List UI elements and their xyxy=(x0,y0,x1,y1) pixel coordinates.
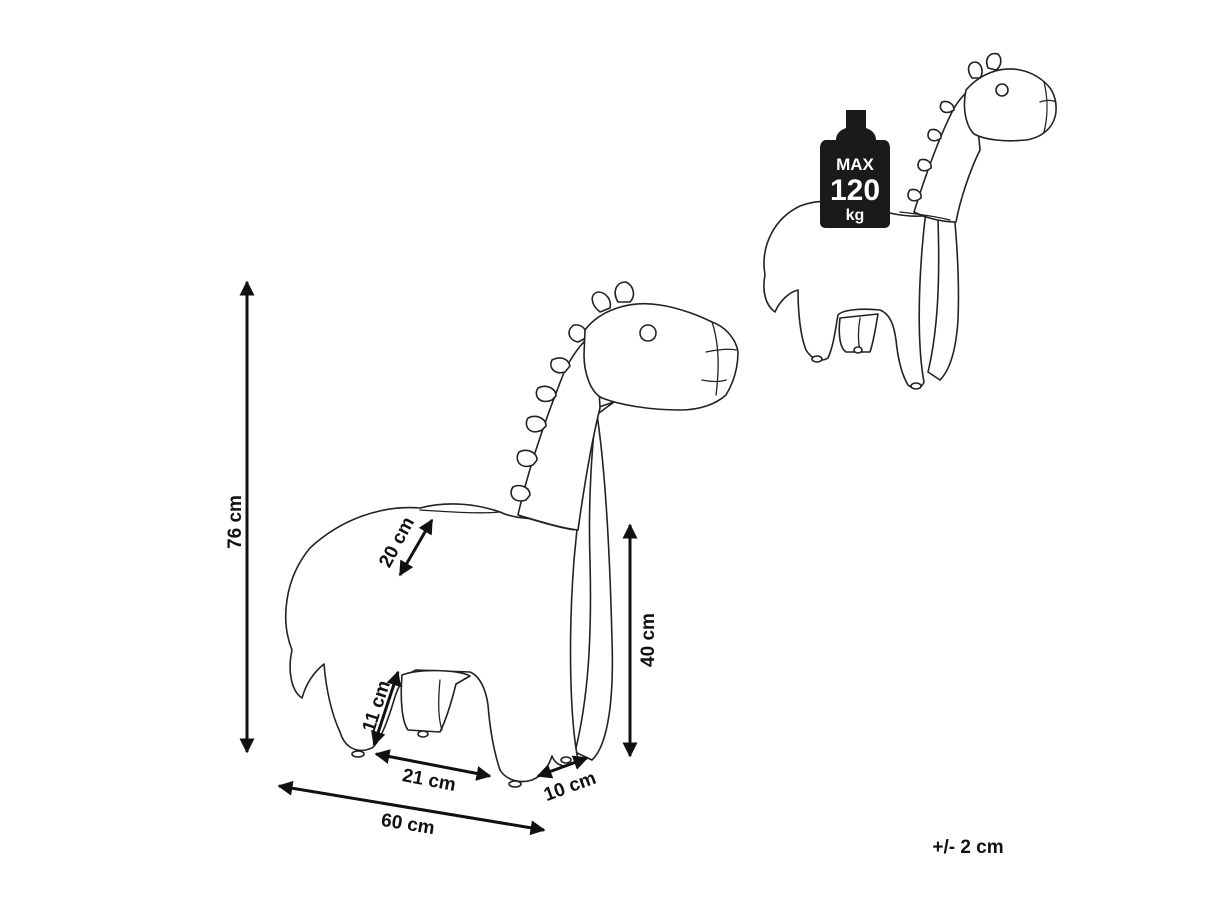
leg-gap-width-arrow xyxy=(374,749,492,781)
total-length-label: 60 cm xyxy=(380,810,436,839)
leg-gap-width-label: 21 cm xyxy=(401,765,458,796)
leg-width-arrow xyxy=(536,755,589,779)
weight-value-label: 120 xyxy=(830,174,880,207)
seat-height-label: 40 cm xyxy=(638,613,659,667)
total-length-arrow xyxy=(277,780,546,836)
weight-max-label: MAX xyxy=(836,155,874,174)
height-total-label: 76 cm xyxy=(225,495,246,549)
dimension-arrows xyxy=(239,280,638,836)
tolerance-label: +/- 2 cm xyxy=(932,837,1003,858)
weight-icon: MAX 120 kg xyxy=(820,110,890,228)
leg-width-label: 10 cm xyxy=(541,768,599,806)
back-depth-arrow xyxy=(398,518,434,577)
weight-unit-label: kg xyxy=(846,207,865,224)
leg-gap-height-arrow xyxy=(371,670,401,747)
dinosaur-stool-small-icon xyxy=(763,52,1057,390)
dinosaur-stool-large-icon xyxy=(284,281,739,788)
